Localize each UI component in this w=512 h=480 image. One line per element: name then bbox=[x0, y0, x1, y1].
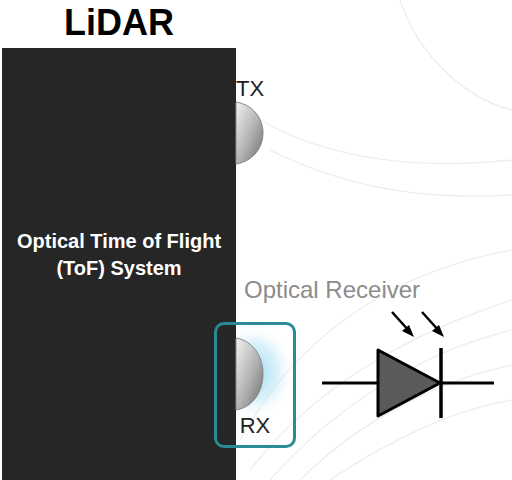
system-box: LiDAROptical Time of Flight (ToF) System bbox=[2, 48, 236, 480]
tx-label: TX bbox=[236, 76, 264, 102]
tx-lens bbox=[236, 102, 263, 164]
rx-lens bbox=[236, 338, 263, 410]
receiver-highlight: RX bbox=[214, 322, 296, 448]
rx-label: RX bbox=[217, 413, 293, 439]
background-curves bbox=[240, 0, 512, 480]
system-heading: LiDAR bbox=[2, 2, 236, 44]
photodiode-symbol bbox=[322, 312, 494, 418]
system-label: Optical Time of Flight (ToF) System bbox=[14, 228, 224, 282]
receiver-caption: Optical Receiver bbox=[244, 276, 420, 304]
